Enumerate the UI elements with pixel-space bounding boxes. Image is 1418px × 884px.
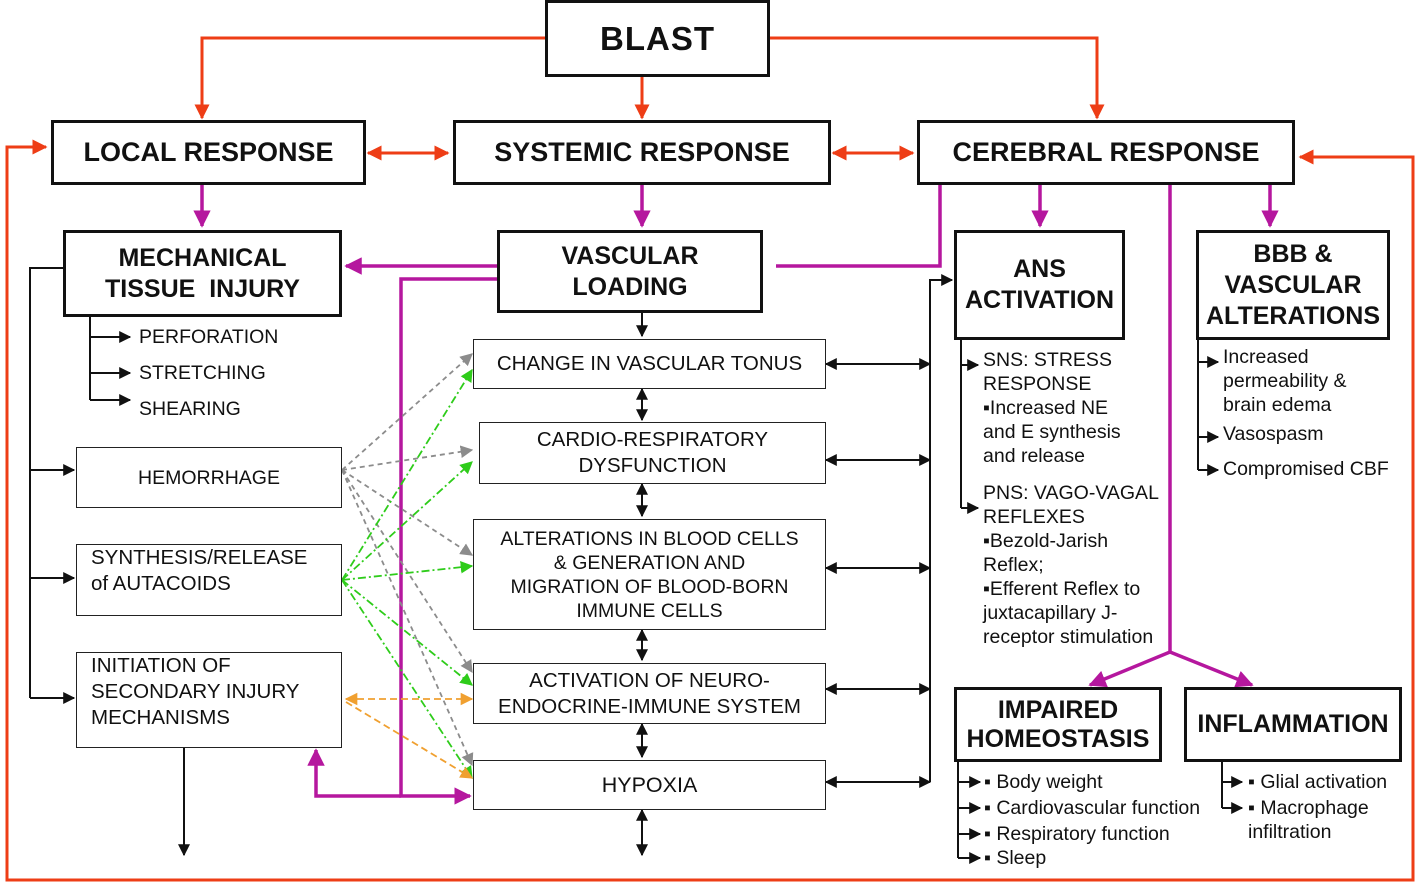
bbb-item-cbf: Compromised CBF: [1223, 458, 1389, 480]
mechanical-tissue-injury-box: MECHANICAL TISSUE INJURY: [63, 230, 342, 317]
pns-line-3: ▪Bezold-Jarish: [983, 530, 1109, 552]
black-connectors: [29, 267, 1244, 864]
pns-line-7: receptor stimulation: [983, 626, 1154, 648]
impaired-item-body-weight: ▪ Body weight: [984, 771, 1103, 793]
nei-line-2: ENDOCRINE-IMMUNE SYSTEM: [498, 694, 801, 718]
vascular-loading-box: VASCULAR LOADING: [497, 230, 763, 313]
pns-line-6: juxtacapillary J-: [983, 602, 1118, 624]
bbb-item-1: Increased: [1223, 346, 1309, 368]
ans-activation-box: ANS ACTIVATION: [954, 230, 1125, 340]
bbb-items-block: Increased permeability & brain edema: [1223, 345, 1347, 417]
autacoid-links: [341, 368, 474, 780]
injury-shearing: SHEARING: [139, 398, 241, 420]
bbb-item-1b: permeability &: [1223, 370, 1347, 392]
secondary-injury-box: INITIATION OF SECONDARY INJURY MECHANISM…: [76, 652, 342, 748]
hemorrhage-links: [341, 353, 474, 767]
mechanical-line-1: MECHANICAL: [118, 243, 287, 272]
cardio-respiratory-box: CARDIO-RESPIRATORY DYSFUNCTION: [479, 422, 826, 484]
pns-line-5: ▪Efferent Reflex to: [983, 578, 1141, 600]
sns-line-2: RESPONSE: [983, 373, 1092, 395]
neuro-endocrine-immune-box: ACTIVATION OF NEURO- ENDOCRINE-IMMUNE SY…: [473, 663, 826, 724]
pns-line-2: REFLEXES: [983, 506, 1085, 528]
cerebral-response-box: CEREBRAL RESPONSE: [917, 120, 1295, 185]
blood-line-4: IMMUNE CELLS: [576, 599, 723, 622]
sns-line-3: ▪Increased NE: [983, 397, 1109, 419]
impaired-line-2: HOMEOSTASIS: [966, 724, 1150, 753]
injury-stretching: STRETCHING: [139, 362, 266, 384]
vascular-loading-line-2: LOADING: [572, 272, 688, 301]
injury-perforation: PERFORATION: [139, 326, 279, 348]
blood-cells-box: ALTERATIONS IN BLOOD CELLS & GENERATION …: [473, 519, 826, 630]
inflammation-item-glial: ▪ Glial activation: [1248, 771, 1388, 793]
hypoxia-box: HYPOXIA: [473, 760, 826, 810]
inflammation-box: INFLAMMATION: [1184, 687, 1402, 762]
pns-line-1: PNS: VAGO-VAGAL: [983, 482, 1159, 504]
mechanical-line-2: TISSUE INJURY: [105, 274, 300, 303]
impaired-item-respiratory: ▪ Respiratory function: [984, 823, 1170, 845]
bbb-item-1c: brain edema: [1223, 394, 1332, 416]
inflammation-item-infiltration: infiltration: [1248, 821, 1332, 843]
ans-line-2: ACTIVATION: [964, 286, 1115, 314]
pns-block: PNS: VAGO-VAGAL REFLEXES ▪Bezold-Jarish …: [983, 481, 1159, 649]
blood-line-3: MIGRATION OF BLOOD-BORN: [510, 575, 789, 598]
ans-line-1: ANS: [1013, 255, 1066, 283]
blood-line-1: ALTERATIONS IN BLOOD CELLS: [500, 527, 799, 550]
vascular-loading-line-1: VASCULAR: [561, 241, 699, 270]
impaired-item-cardiovascular: ▪ Cardiovascular function: [984, 797, 1201, 819]
autacoids-line-1: SYNTHESIS/RELEASE: [91, 546, 308, 569]
secondary-line-1: INITIATION OF: [91, 654, 231, 677]
sns-line-4: and E synthesis: [983, 421, 1121, 443]
local-response-box: LOCAL RESPONSE: [51, 120, 366, 185]
impaired-homeostasis-box: IMPAIRED HOMEOSTASIS: [954, 687, 1162, 762]
sns-block: SNS: STRESS RESPONSE ▪Increased NE and E…: [983, 348, 1121, 468]
inflammation-item-macrophage: ▪ Macrophage: [1248, 797, 1369, 819]
cardio-line-2: DYSFUNCTION: [578, 454, 727, 477]
blood-line-2: & GENERATION AND: [553, 551, 746, 574]
pns-line-4: Reflex;: [983, 554, 1044, 576]
hemorrhage-box: HEMORRHAGE: [76, 447, 342, 508]
bbb-item-vasospasm: Vasospasm: [1223, 423, 1324, 445]
nei-line-1: ACTIVATION OF NEURO-: [529, 668, 770, 692]
bbb-line-3: ALTERATIONS: [1205, 301, 1381, 330]
systemic-response-box: SYSTEMIC RESPONSE: [453, 120, 831, 185]
vascular-tonus-box: CHANGE IN VASCULAR TONUS: [473, 339, 826, 389]
autacoids-box: SYNTHESIS/RELEASE of AUTACOIDS: [76, 544, 342, 616]
impaired-item-sleep: ▪ Sleep: [984, 847, 1047, 869]
sns-line-5: and release: [983, 445, 1085, 467]
blast-box: BLAST: [545, 0, 770, 77]
sns-line-1: SNS: STRESS: [983, 349, 1112, 371]
secondary-line-3: MECHANISMS: [91, 706, 230, 729]
impaired-line-1: IMPAIRED: [997, 695, 1119, 724]
autacoids-line-2: of AUTACOIDS: [91, 572, 231, 595]
cardio-line-1: CARDIO-RESPIRATORY: [536, 428, 769, 451]
secondary-line-2: SECONDARY INJURY: [91, 680, 300, 703]
blast-arrows: [5, 36, 1415, 882]
secondary-links: [344, 692, 474, 779]
bbb-alterations-box: BBB & VASCULAR ALTERATIONS: [1196, 230, 1390, 340]
bbb-line-2: VASCULAR: [1224, 270, 1362, 299]
bbb-line-1: BBB &: [1253, 239, 1333, 268]
magenta-arrows: [193, 164, 1279, 805]
